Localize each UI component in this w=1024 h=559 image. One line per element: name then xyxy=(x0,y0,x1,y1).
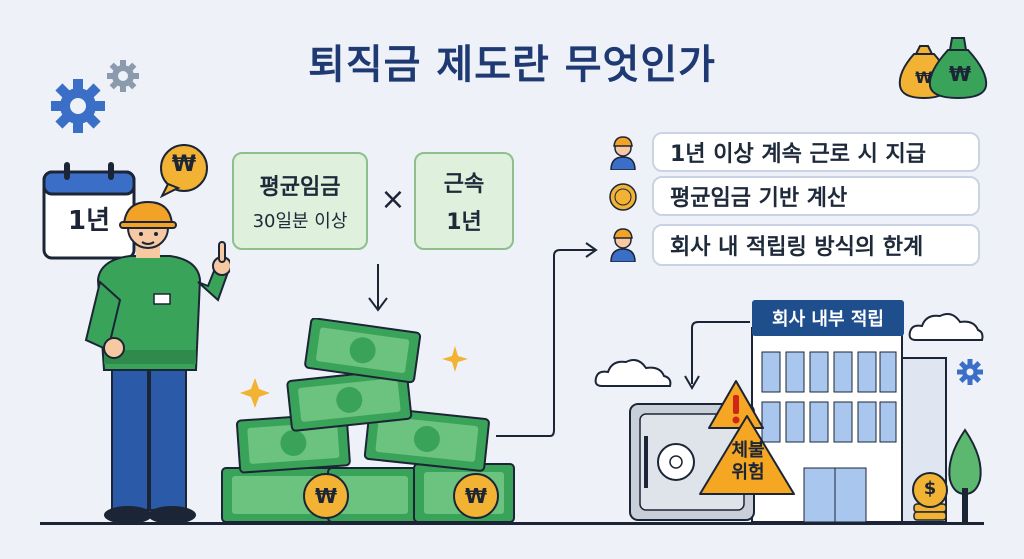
page-title: 퇴직금 제도란 무엇인가 xyxy=(308,42,716,88)
info-item: 회사 내 적립링 방식의 한계 xyxy=(652,224,980,266)
warning-icon xyxy=(708,380,764,429)
cloud-icon xyxy=(908,313,984,341)
multiply-operator: × xyxy=(380,182,406,217)
worker-icon xyxy=(610,228,636,262)
money-pile-illustration xyxy=(221,318,515,523)
worker-illustration xyxy=(84,200,230,524)
company-sign: 회사 내부 적립 xyxy=(752,300,904,336)
info-item: 평균임금 기반 계산 xyxy=(652,176,980,216)
won-coin-icon xyxy=(609,183,637,211)
connector-arrow xyxy=(496,242,598,437)
formula-box1-line2: 30일분 이상 xyxy=(252,211,348,232)
formula-box2-line2: 1년 xyxy=(446,210,482,235)
calendar-label: 1년 xyxy=(67,206,110,236)
won-symbol: ₩ xyxy=(171,152,197,177)
info-item: 1년 이상 계속 근로 시 지급 xyxy=(652,132,980,172)
down-arrow-icon xyxy=(368,264,388,312)
formula-box1-line1: 평균임금 xyxy=(259,175,341,200)
formula-box2-line1: 근속 xyxy=(443,172,485,197)
coin-won-symbol: ₩ xyxy=(314,484,338,508)
gear-icon xyxy=(957,359,983,385)
arrow-to-safe xyxy=(684,321,750,390)
worker-icon xyxy=(610,136,636,170)
warning-line1: 체불 xyxy=(731,440,765,461)
cloud-icon xyxy=(594,359,672,387)
sparkle-icon xyxy=(240,378,270,408)
tree-icon xyxy=(948,428,982,524)
info-item-label: 회사 내 적립링 방식의 한계 xyxy=(670,235,924,260)
formula-box-tenure: 근속 1년 xyxy=(414,152,514,250)
money-bag-icon xyxy=(898,37,988,100)
coin-won-symbol: ₩ xyxy=(464,484,488,508)
money-bag-won-symbol: ₩ xyxy=(915,68,933,87)
warning-label: 체불 위험 xyxy=(722,440,774,484)
won-speech-bubble: ₩ xyxy=(158,144,210,199)
gear-icon xyxy=(51,60,139,133)
dollar-coin-stack xyxy=(912,472,948,521)
info-item-label: 평균임금 기반 계산 xyxy=(670,186,848,211)
warning-line2: 위험 xyxy=(731,462,765,483)
money-bag-won-symbol: ₩ xyxy=(948,62,972,86)
dollar-symbol: $ xyxy=(923,478,937,499)
warning-triangle xyxy=(699,415,795,495)
ground-line xyxy=(40,522,984,525)
info-item-label: 1년 이상 계속 근로 시 지급 xyxy=(670,142,927,167)
sparkle-icon xyxy=(442,346,468,372)
formula-box-average-wage: 평균임금 30일분 이상 xyxy=(232,152,368,250)
